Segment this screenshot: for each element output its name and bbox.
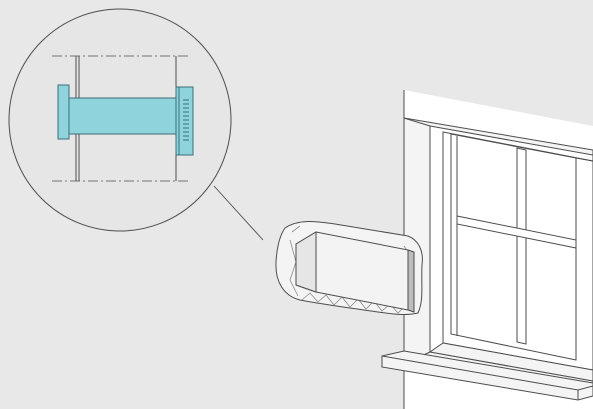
device-grille [183,99,189,141]
device-section [57,84,194,156]
wall-ventilation-unit-icon [295,231,415,313]
callout-line [213,185,264,241]
window-icon [403,117,593,397]
window-sill [381,350,593,401]
magnifier-detail-icon [8,8,232,232]
